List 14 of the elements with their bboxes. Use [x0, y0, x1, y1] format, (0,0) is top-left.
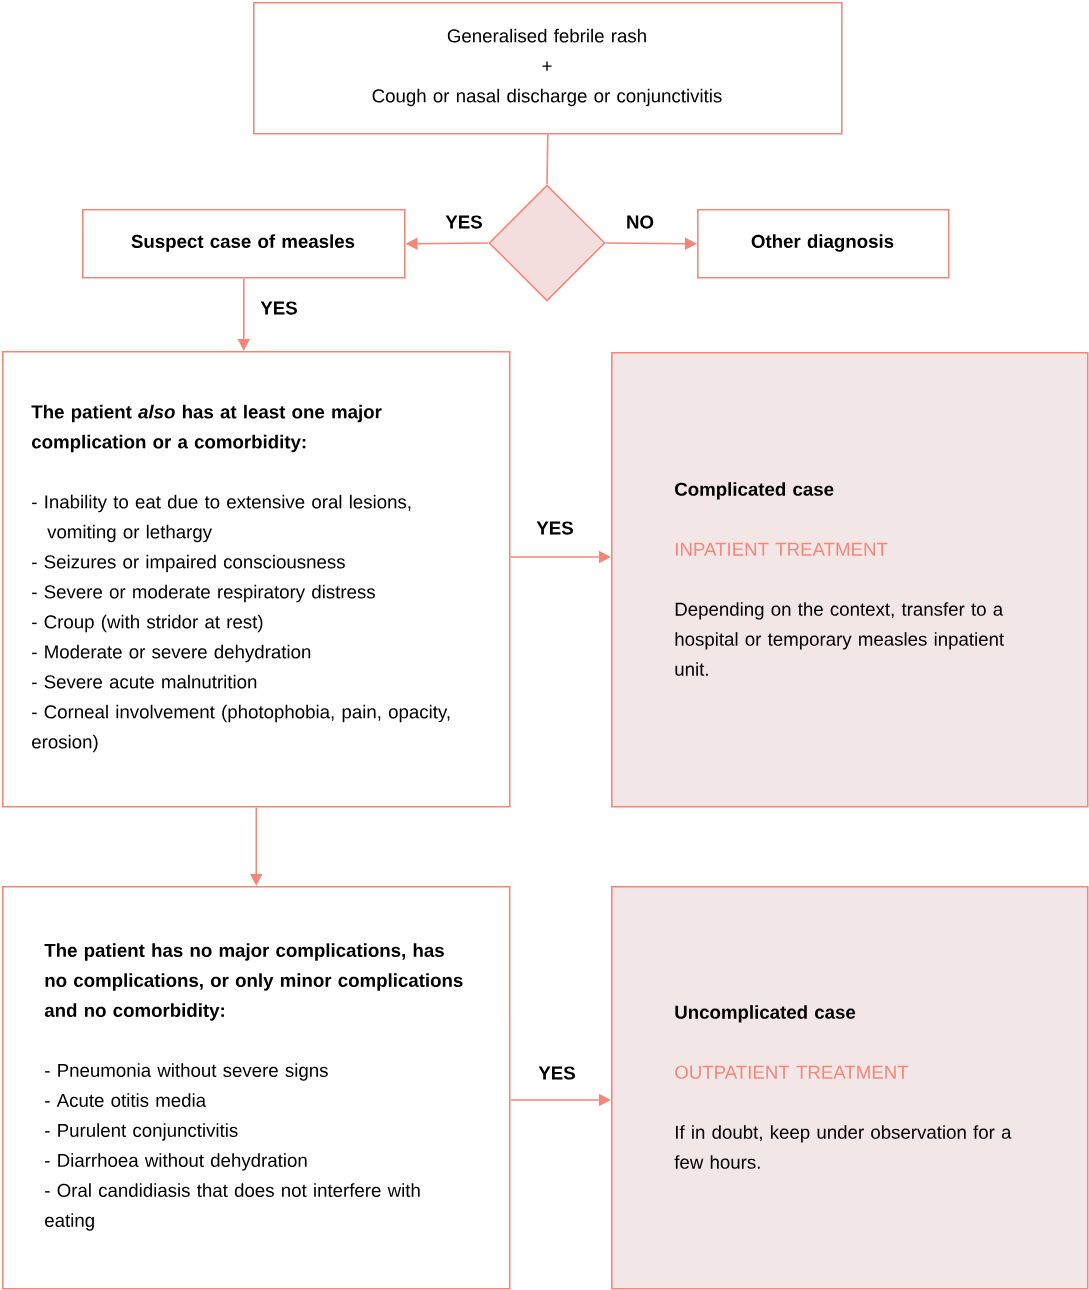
process-box: Generalised febrile rash + Cough or nasal discharge or conjunctivitis	[253, 2, 843, 135]
edge-label: YES	[259, 300, 299, 316]
connector-line	[546, 133, 549, 185]
edge-label: YES	[537, 1065, 577, 1081]
process-box: Other diagnosis	[697, 209, 950, 279]
process-box: Suspect case of measles	[82, 209, 406, 279]
edge-label: YES	[535, 520, 575, 536]
edge-label: YES	[444, 214, 484, 230]
decision-diamond	[488, 184, 606, 302]
criteria-box: The patient has no major complications, has no complications, or only minor complications and no comorbidity: - Pneumonia without severe signs - Acute otitis media - Purulent conjunctivitis - Diarrhoea without dehydration - Oral candidiasis that does not interfere with eating	[2, 886, 511, 1290]
criteria-box: The patient also has at least one major complication or a comorbidity: - Inability to eat due to extensive oral lesions, vomiting or lethargy - Seizures or impaired consciousness - Severe or moderate respiratory distress - Croup (with stridor at rest) - Moderate or severe dehydration - Severe acute malnutrition - Corneal involvement (photophobia, pain, opacity, erosion)	[2, 351, 511, 808]
edge-label: NO	[624, 214, 656, 230]
outcome-box: Uncomplicated case OUTPATIENT TREATMENT If in doubt, keep under observation for a few hours.	[611, 886, 1089, 1290]
outcome-box: Complicated case INPATIENT TREATMENT Depending on the context, transfer to a hospital or temporary measles inpatient unit.	[611, 352, 1089, 808]
